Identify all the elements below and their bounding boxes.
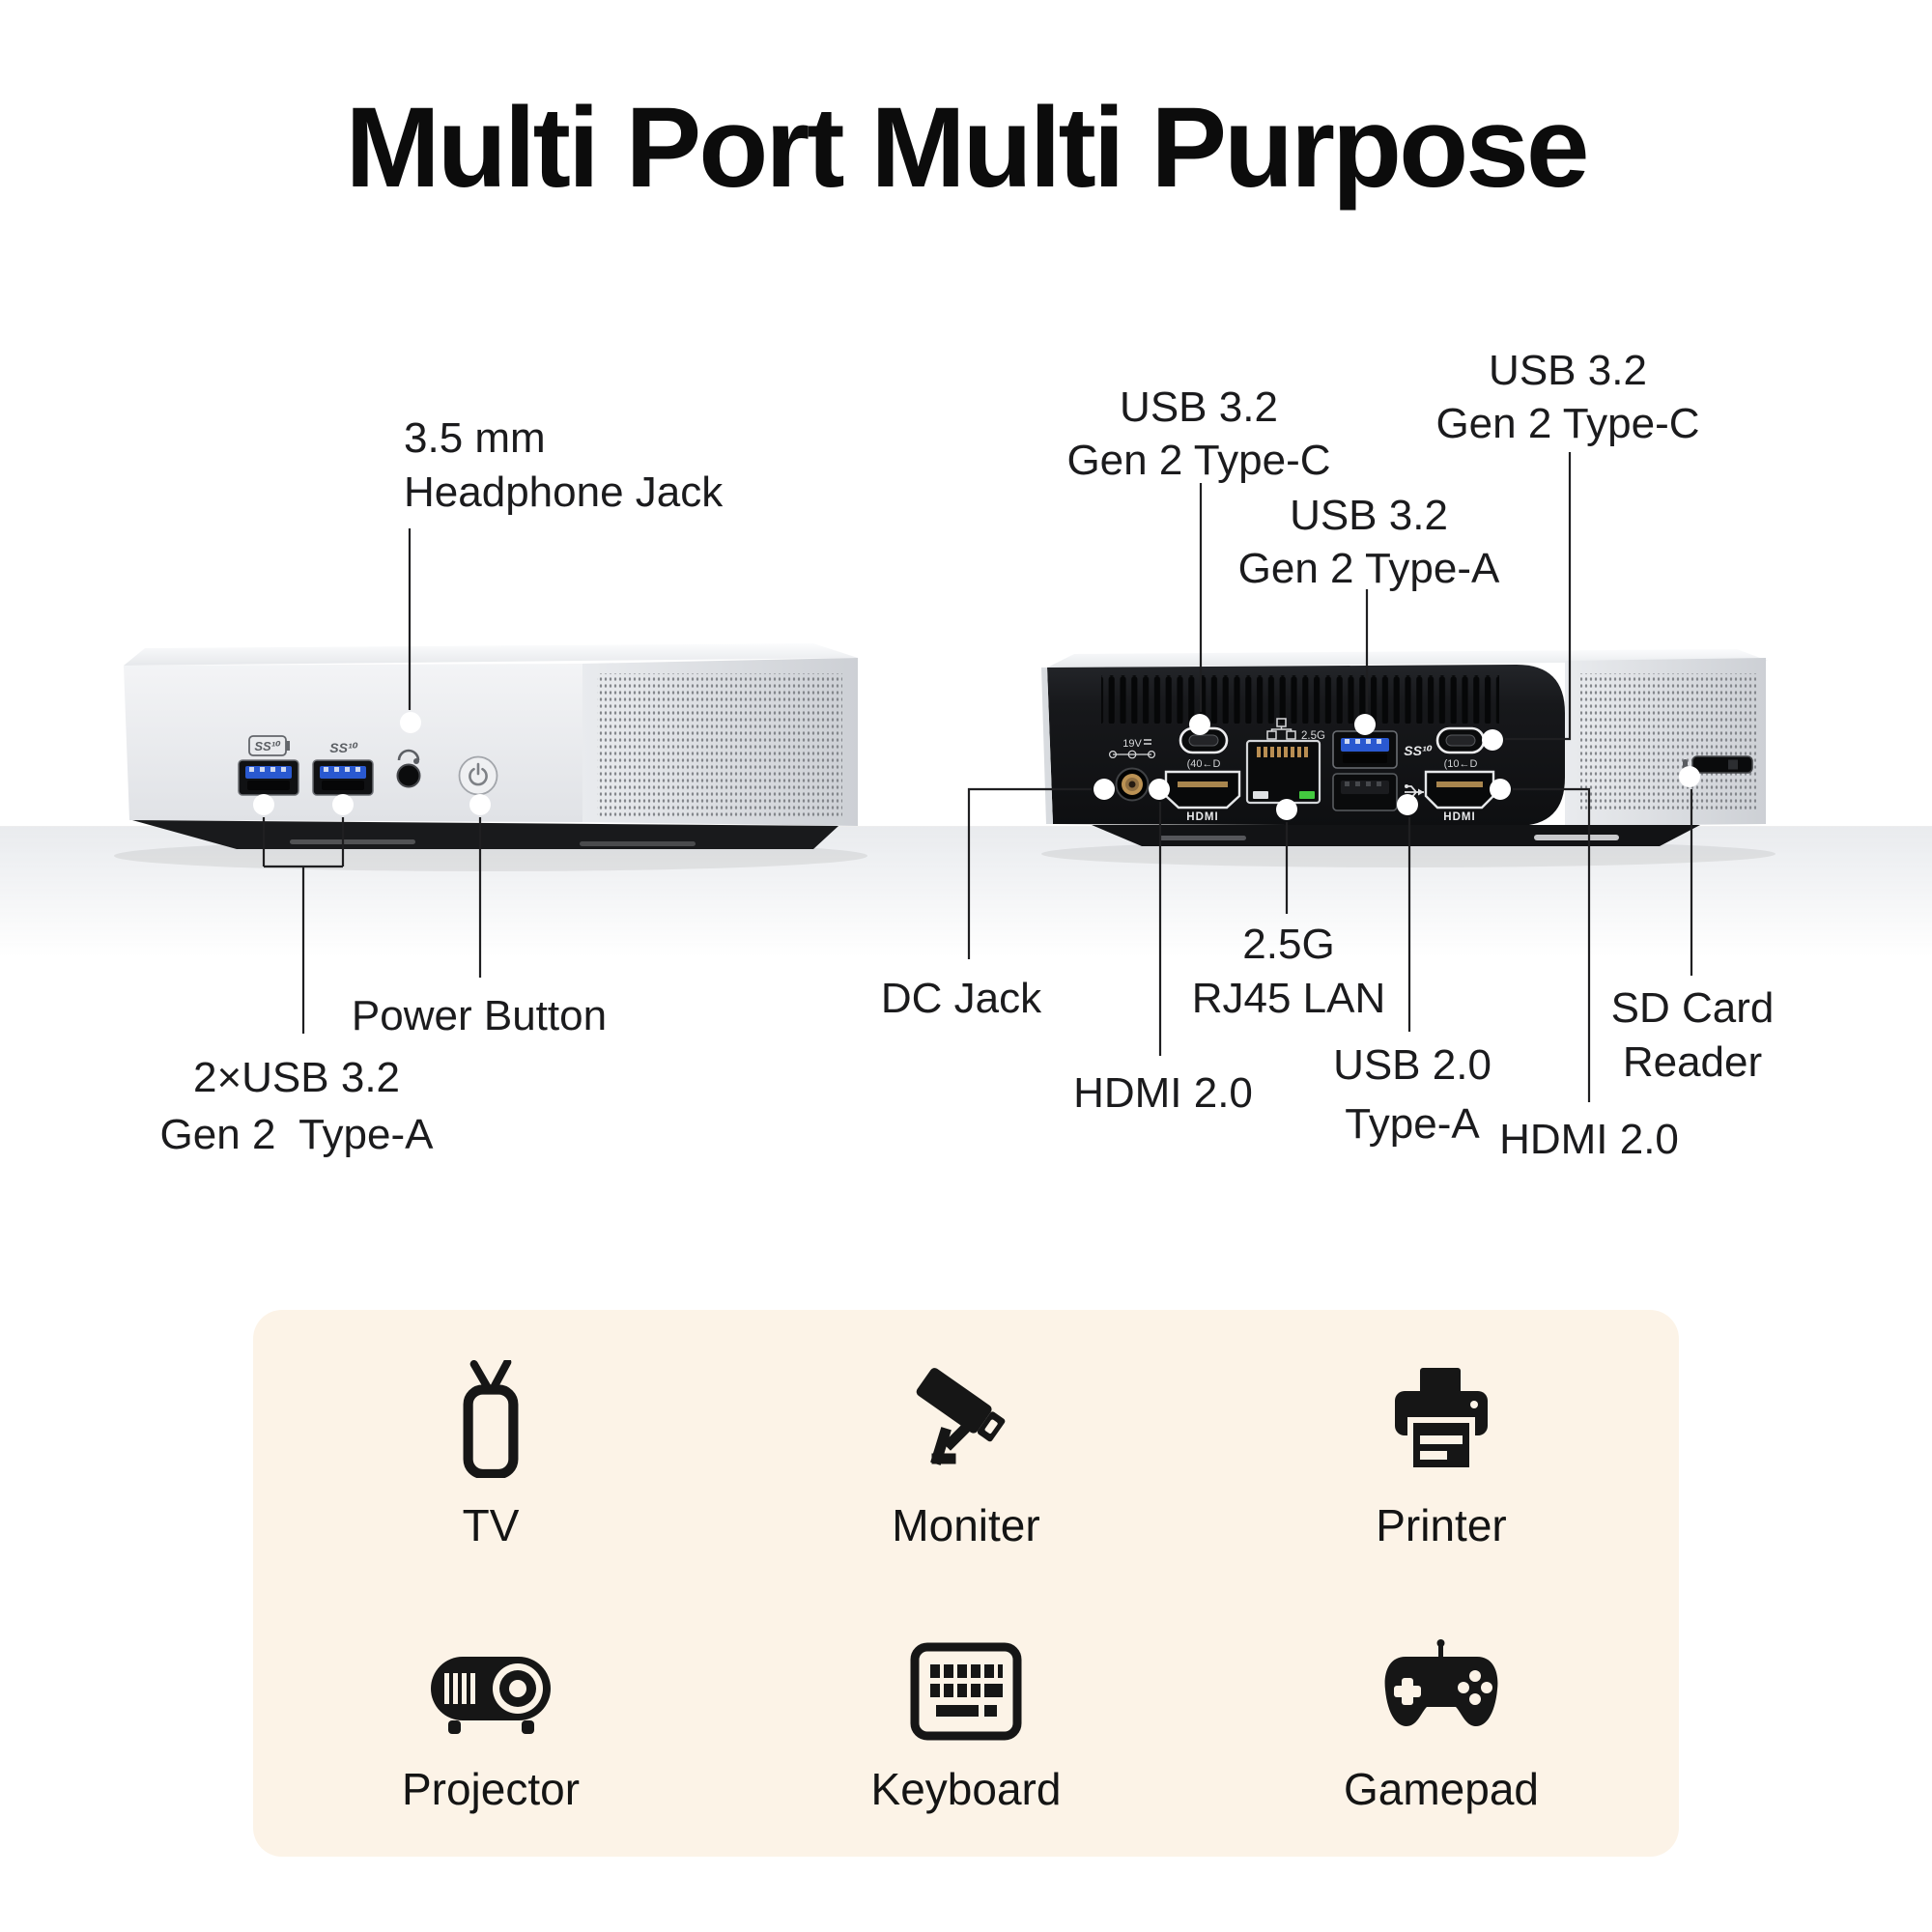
lan-speed-marking: 2.5G bbox=[1301, 730, 1325, 742]
label-power-button: Power Button bbox=[351, 992, 608, 1039]
usbc-40-dp-marking: (40←D bbox=[1187, 758, 1221, 770]
use-label: Printer bbox=[1376, 1499, 1507, 1550]
use-item-monitor: Moniter bbox=[892, 1352, 1040, 1551]
callout-dot-power bbox=[469, 794, 491, 815]
label-hdmi-left: HDMI 2.0 bbox=[1073, 1069, 1253, 1117]
usb-a-gen2-port: SS¹⁰ bbox=[1332, 730, 1433, 769]
device-base bbox=[132, 820, 838, 849]
power-icon bbox=[469, 762, 488, 786]
security-camera-icon bbox=[908, 1352, 1024, 1478]
device-foot bbox=[290, 839, 415, 844]
use-label: Projector bbox=[401, 1763, 581, 1814]
side-grille bbox=[1580, 673, 1756, 810]
callout-dot-usbc-left bbox=[1189, 714, 1210, 735]
use-item-gamepad: Gamepad bbox=[1344, 1616, 1539, 1815]
use-label: Moniter bbox=[892, 1499, 1040, 1550]
lan-led-green bbox=[1299, 791, 1315, 799]
callout-dot-headphone bbox=[400, 712, 421, 733]
mini-pc-front-view: SS¹⁰ SS¹⁰ bbox=[124, 643, 858, 849]
speaker-grille bbox=[597, 673, 842, 816]
hdmi-port-right: HDMI bbox=[1424, 770, 1495, 823]
hdmi-marking: HDMI bbox=[1186, 811, 1218, 823]
callout-dot-usb1 bbox=[253, 794, 274, 815]
gamepad-icon bbox=[1377, 1616, 1506, 1742]
power-button bbox=[458, 755, 498, 796]
callout-dot-usbc-right bbox=[1482, 729, 1503, 751]
use-item-printer: Printer bbox=[1376, 1352, 1507, 1551]
projector-icon bbox=[427, 1616, 554, 1742]
device-base bbox=[1092, 825, 1700, 846]
page-title: Multi Port Multi Purpose bbox=[345, 84, 1590, 212]
front-callout-lines bbox=[262, 528, 482, 1034]
hdmi-marking: HDMI bbox=[1443, 811, 1475, 823]
use-cases-panel: TV Moniter bbox=[253, 1310, 1679, 1857]
use-item-projector: Projector bbox=[402, 1616, 580, 1815]
front-usb-a-port-2 bbox=[312, 759, 374, 796]
keyboard-icon bbox=[907, 1616, 1025, 1742]
use-label: Gamepad bbox=[1343, 1763, 1539, 1814]
callout-dot-hdmi-right bbox=[1490, 779, 1511, 800]
callout-dot-dc bbox=[1094, 779, 1115, 800]
rear-callout-lines bbox=[967, 452, 1693, 1102]
device-top-edge bbox=[124, 643, 858, 666]
callout-dot-usba-top bbox=[1354, 714, 1376, 735]
device-foot bbox=[1159, 836, 1246, 840]
usb-c-port-right: (10←D bbox=[1435, 726, 1486, 770]
headphone-jack bbox=[396, 749, 421, 788]
callout-dot-usb20 bbox=[1397, 794, 1418, 815]
dc-jack-port: 19V bbox=[1108, 738, 1155, 802]
front-usb-a-port-1 bbox=[238, 759, 299, 796]
mini-pc-rear-view: 19V HDMI (40←D bbox=[1041, 649, 1768, 846]
headphone-icon bbox=[397, 749, 420, 761]
usb-ss10-marking: SS¹⁰ bbox=[1404, 743, 1432, 758]
usbc-10-dp-marking: (10←D bbox=[1444, 758, 1478, 770]
tv-icon bbox=[446, 1352, 535, 1478]
network-icon bbox=[1266, 718, 1296, 740]
rear-vents bbox=[1101, 675, 1499, 724]
use-item-keyboard: Keyboard bbox=[870, 1616, 1062, 1815]
callout-dot-usb2 bbox=[332, 794, 354, 815]
dc-voltage-marking: 19V bbox=[1122, 738, 1142, 750]
use-item-tv: TV bbox=[446, 1352, 535, 1551]
printer-icon bbox=[1383, 1352, 1499, 1478]
callout-dot-sd bbox=[1679, 766, 1700, 787]
table-surface bbox=[0, 826, 1932, 991]
use-label: TV bbox=[462, 1499, 520, 1550]
svg-text:SS¹⁰: SS¹⁰ bbox=[254, 739, 281, 753]
callout-dot-lan bbox=[1276, 799, 1297, 820]
label-hdmi-right: HDMI 2.0 bbox=[1499, 1116, 1679, 1163]
use-label: Keyboard bbox=[870, 1763, 1062, 1814]
lan-led-left bbox=[1253, 791, 1268, 799]
label-dc-jack: DC Jack bbox=[880, 975, 1042, 1022]
callout-dot-hdmi-left bbox=[1149, 779, 1170, 800]
usb-c-port-left: (40←D bbox=[1179, 726, 1229, 770]
device-top-edge bbox=[1047, 649, 1768, 668]
device-foot bbox=[580, 841, 696, 846]
usb-ss10-marking-boxed: SS¹⁰ bbox=[248, 735, 290, 756]
device-left-rim bbox=[1041, 668, 1053, 824]
usb-ss10-marking: SS¹⁰ bbox=[329, 740, 357, 755]
device-foot bbox=[1534, 835, 1619, 840]
